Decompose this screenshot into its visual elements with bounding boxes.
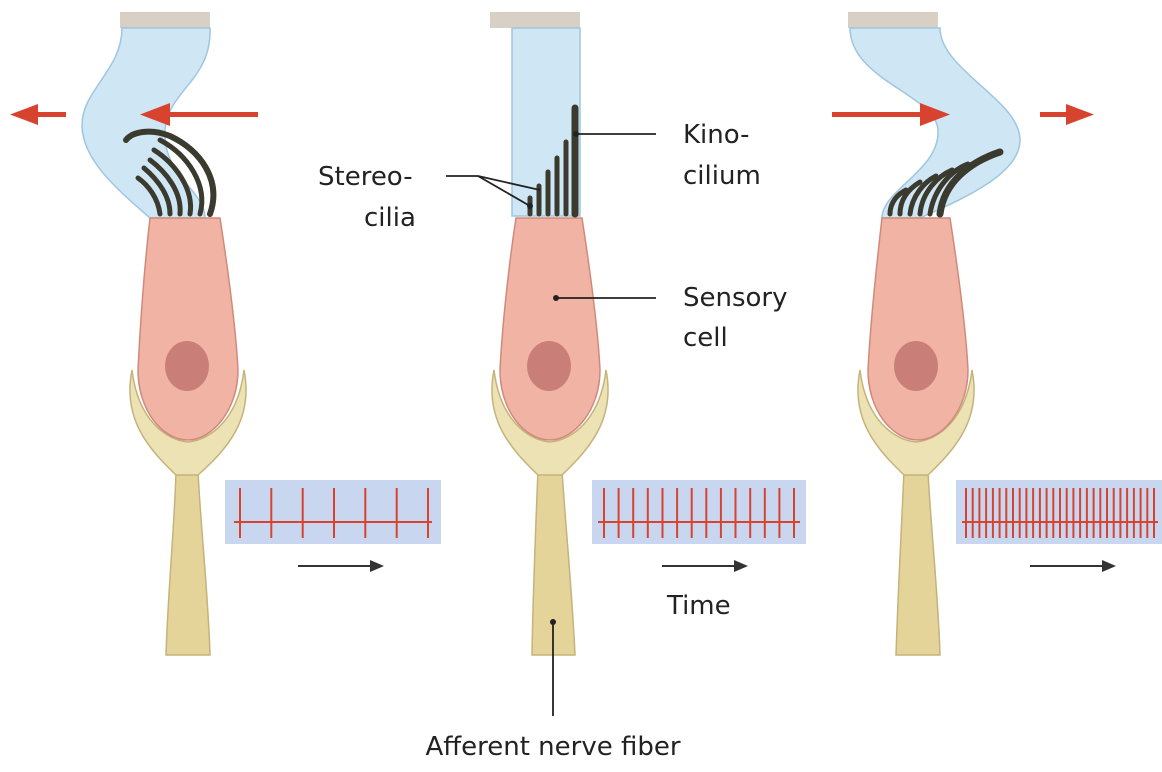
- time-label: Time: [666, 591, 731, 621]
- nerve-fiber-left: [166, 470, 210, 655]
- stereocilia-pointer-dot: [527, 203, 533, 209]
- nerve-fiber-right: [896, 470, 940, 655]
- time-arrow-left: [298, 560, 384, 572]
- kinocilium-label-2: cilium: [683, 161, 761, 191]
- sensory-cell-left: [138, 218, 238, 440]
- stereocilia-label-2: cilia: [364, 203, 416, 233]
- time-arrow-middle: [662, 560, 748, 572]
- sensory-cell-label-1: Sensory: [683, 283, 788, 313]
- nerve-fiber-pointer-dot: [550, 619, 556, 625]
- sensory-cell-pointer-dot: [553, 295, 559, 301]
- anchor-bar-right: [848, 12, 938, 28]
- sensory-cell-right: [868, 218, 968, 440]
- anchor-bar-left: [120, 12, 210, 28]
- spike-trace-middle: [592, 480, 806, 544]
- anchor-bar-middle: [490, 12, 580, 28]
- kinocilium-label-1: Kino-: [683, 120, 750, 150]
- cupula-right: [850, 28, 1020, 218]
- afferent-nerve-fiber-label: Afferent nerve fiber: [425, 732, 680, 762]
- nucleus-middle: [527, 341, 571, 391]
- nucleus-right: [894, 341, 938, 391]
- stereocilia-label-1: Stereo-: [318, 162, 413, 192]
- cupula-left: [82, 28, 210, 218]
- nucleus-left: [165, 341, 209, 391]
- sensory-cell-middle: [500, 218, 600, 440]
- time-arrow-right: [1030, 560, 1116, 572]
- kinocilium-pointer-dot: [573, 131, 579, 137]
- sensory-cell-label-2: cell: [683, 323, 728, 353]
